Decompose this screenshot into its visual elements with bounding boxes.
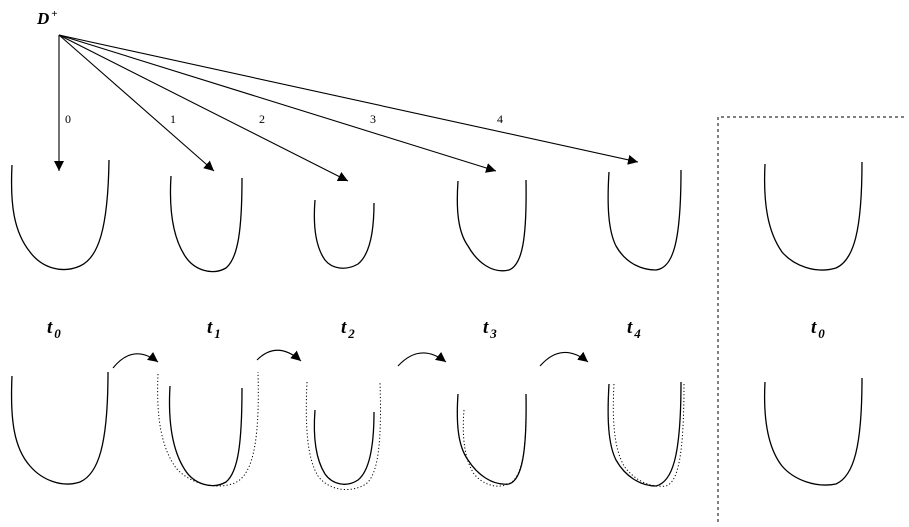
transition-arrow-2 xyxy=(256,349,302,362)
arrow-1 xyxy=(58,34,215,172)
arrow-labels: 0 1 2 3 4 xyxy=(65,112,503,126)
reference-shape-bottom xyxy=(763,377,863,486)
source-label: D+ xyxy=(36,8,58,28)
bottom-shape-4 xyxy=(607,381,682,487)
shape-t1 xyxy=(169,175,243,273)
arrow-2 xyxy=(58,34,349,182)
arrow-label-3: 3 xyxy=(370,112,376,126)
shapes-bottom-row xyxy=(10,371,685,491)
reference-panel-border xyxy=(717,116,905,522)
bottom-ghost-2 xyxy=(305,381,381,491)
bottom-ghost-3 xyxy=(462,409,527,487)
projection-arrows xyxy=(54,34,639,182)
shape-t0 xyxy=(10,159,110,271)
arrow-4 xyxy=(58,34,639,165)
arrow-label-0: 0 xyxy=(65,112,71,126)
shapes-top-row xyxy=(10,159,682,273)
bottom-ghost-1 xyxy=(157,371,259,487)
arrow-label-1: 1 xyxy=(170,112,176,126)
shape-t2 xyxy=(313,199,375,269)
reference-shape-top xyxy=(763,161,863,271)
transition-arrow-4 xyxy=(539,351,589,367)
shape-t4 xyxy=(607,169,682,271)
shape-t3 xyxy=(456,179,527,272)
transition-arrow-3 xyxy=(397,351,447,367)
arrow-label-4: 4 xyxy=(497,112,503,126)
bottom-shape-1 xyxy=(168,385,243,487)
bottom-shape-2 xyxy=(313,409,375,485)
bottom-shape-3 xyxy=(456,393,527,485)
transition-arrow-1 xyxy=(112,351,159,369)
bottom-shape-0 xyxy=(10,371,109,485)
transition-arrows xyxy=(112,349,589,369)
arrow-3 xyxy=(58,34,497,173)
arrow-label-2: 2 xyxy=(259,112,265,126)
